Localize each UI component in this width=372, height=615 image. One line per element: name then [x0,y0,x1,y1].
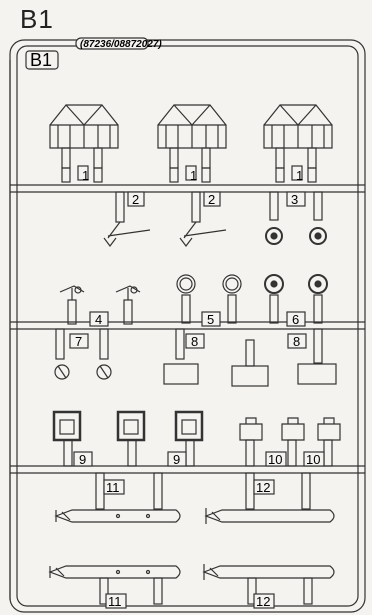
code-label-box [75,37,149,50]
tag-box-7 [69,333,89,349]
part-number-11a: 11 [106,480,120,495]
part-number-8a: 8 [191,334,198,349]
part-number-9b: 9 [173,452,180,467]
ring-part-5a [176,274,196,324]
part-number-7: 7 [75,334,82,349]
truss-part-1a [49,104,119,183]
runner-3 [10,465,365,474]
hook-part-7b [96,328,112,380]
wheel-part-3a [265,191,283,245]
sheet-title: B1 [20,4,54,34]
clamp-part-4b [115,285,141,325]
tag-box-12b [253,593,275,609]
truss-part-1b [157,104,227,183]
part-number-11b: 11 [108,594,122,609]
tag-box-9b [167,451,187,467]
runner-1 [10,184,365,193]
hook-part-7a [54,328,70,380]
tag-box-11a [103,479,125,495]
code-label: (87236/08872027) [80,39,162,50]
corner-label-box [25,50,59,70]
part-number-1b: 1 [190,168,197,183]
tag-box-11b [105,593,127,609]
part-number-10a: 10 [268,452,282,467]
plate-part-8c [297,328,337,385]
part-number-9a: 9 [79,452,86,467]
tag-box-5 [201,311,221,327]
part-number-12b: 12 [256,594,270,609]
part-number-8c: 8 [293,334,300,349]
wheel-part-6b [308,274,328,324]
tag-box-8a [185,333,205,349]
tag-box-10b [303,451,325,467]
arm-part-2a [103,191,151,247]
corner-label: B1 [30,50,52,70]
bracket-part-10b [281,417,305,467]
tag-box-8c [287,333,307,349]
bomb-part-12b [202,564,335,605]
wheel-part-6a [264,274,284,324]
plate-part-8a [163,328,199,385]
part-number-1a: 1 [82,168,89,183]
bracket-part-10a [239,417,263,467]
tag-box-6 [286,311,306,327]
part-number-1c: 1 [296,168,303,183]
part-number-6: 6 [292,312,299,327]
arm-part-2b [179,191,227,247]
tag-box-12a [253,479,275,495]
part-number-12a: 12 [256,480,270,495]
part-number-2a: 2 [132,192,139,207]
ring-part-5b [222,274,242,324]
part-number-3: 3 [291,192,298,207]
tag-box-9a [73,451,93,467]
wheel-part-3b [309,191,327,245]
bracket-part-9a [52,410,82,467]
sprue-frame-inner [16,45,359,607]
clamp-part-4a [59,285,85,325]
bomb-part-11b [48,565,181,605]
tag-box-10a [265,451,287,467]
tag-box-4 [89,311,109,327]
part-number-2b: 2 [208,192,215,207]
part-number-4: 4 [95,312,102,327]
part-number-10b: 10 [306,452,320,467]
plate-part-8b [231,339,269,387]
part-number-5: 5 [207,312,214,327]
truss-part-1c [263,104,333,183]
bracket-part-9b [116,410,146,467]
runner-2 [10,321,365,330]
